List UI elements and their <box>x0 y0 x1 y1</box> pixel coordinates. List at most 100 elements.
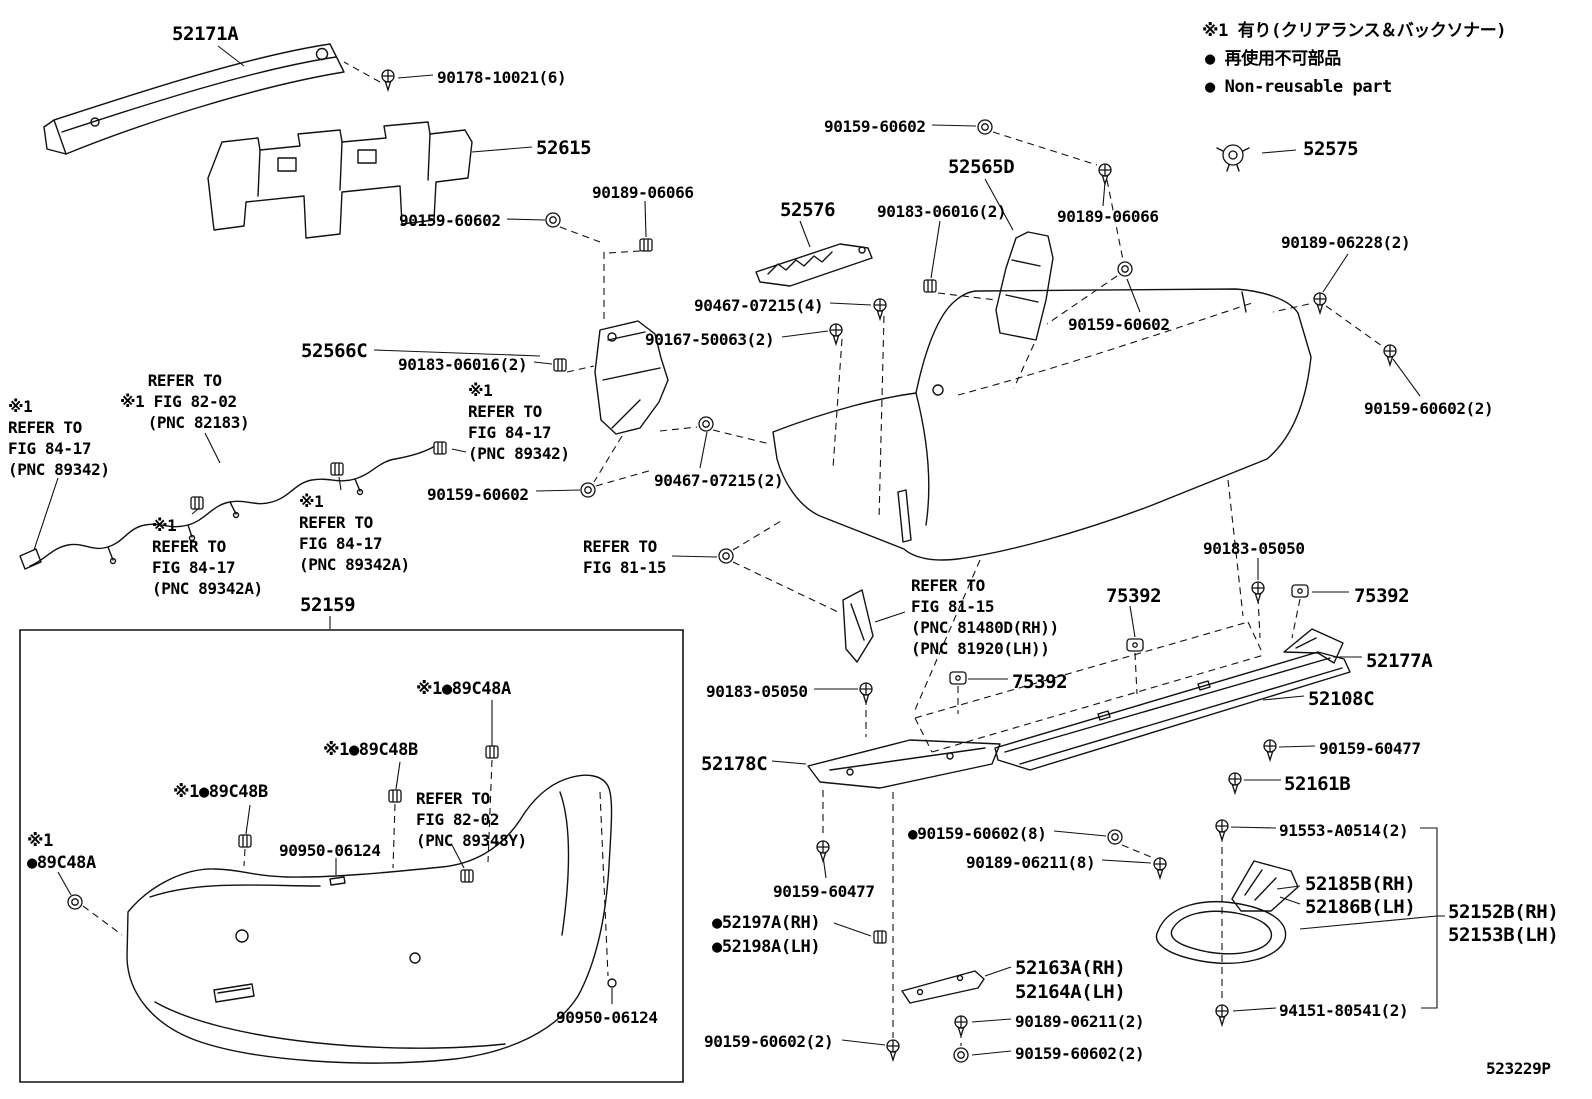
clip-icon <box>923 279 937 293</box>
label-90950-06124-a: 90950-06124 <box>279 841 381 860</box>
refer-84-17-a2: ※1 REFER TO FIG 84-17 (PNC 89342A) <box>299 492 410 575</box>
label-90159-60602-2b: 90159-60602(2) <box>704 1032 834 1051</box>
screw-icon <box>381 69 395 91</box>
refer-82-02: REFER TO ※1 FIG 82-02 (PNC 82183) <box>120 371 250 433</box>
label-90159-60477-a: 90159-60477 <box>1319 739 1421 758</box>
label-90159-60602-b: 90159-60602 <box>824 117 926 136</box>
refer-81-15: REFER TO FIG 81-15 <box>583 537 667 578</box>
label-90159-60602-2a: 90159-60602(2) <box>1364 399 1494 418</box>
refer-81-15-pnc: REFER TO FIG 81-15 (PNC 81480D(RH)) (PNC… <box>911 576 1059 659</box>
label-91553-A0514: 91553-A0514(2) <box>1279 821 1409 840</box>
sensor-icon <box>1126 638 1144 652</box>
label-89C48A-2: ※1 ●89C48A <box>27 831 96 874</box>
label-52163A: 52163A(RH) <box>1015 957 1126 979</box>
screw-icon <box>1228 772 1242 794</box>
label-90950-06124-b: 90950-06124 <box>556 1008 658 1027</box>
label-52575: 52575 <box>1303 138 1359 160</box>
screw-icon <box>1313 292 1327 314</box>
screw-icon <box>859 682 873 704</box>
label-90178-10021: 90178-10021(6) <box>437 68 567 87</box>
retainer-52576 <box>755 243 873 287</box>
label-52164A: 52164A(LH) <box>1015 981 1126 1003</box>
label-75392-a: 75392 <box>1106 585 1162 607</box>
label-90189-06211-2: 90189-06211(2) <box>1015 1012 1145 1031</box>
screw-icon <box>873 298 887 320</box>
label-52185B: 52185B(RH) <box>1305 873 1416 895</box>
label-75392-c: 75392 <box>1012 671 1068 693</box>
clip-icon <box>190 496 204 510</box>
screw-icon <box>1263 739 1277 761</box>
label-52108C: 52108C <box>1308 688 1375 710</box>
refer-84-17-mid: ※1 REFER TO FIG 84-17 (PNC 89342) <box>468 381 570 464</box>
inset-box <box>19 629 684 1083</box>
label-90159-60602-8: ●90159-60602(8) <box>908 824 1047 843</box>
label-52177A: 52177A <box>1366 650 1433 672</box>
label-52198A: ●52198A(LH) <box>712 937 821 957</box>
nut-icon <box>977 119 993 135</box>
doc-code: 523229P <box>1486 1059 1551 1078</box>
refer-84-17-left: ※1 REFER TO FIG 84-17 (PNC 89342) <box>8 397 110 480</box>
bracket-52163A <box>901 970 985 1004</box>
screw-icon <box>1215 1004 1229 1026</box>
label-90159-60602-a: 90159-60602 <box>399 211 501 230</box>
screw-icon <box>1215 819 1229 841</box>
nut-icon <box>1117 261 1133 277</box>
clip-52575 <box>1216 144 1250 172</box>
outlet-bezel-52152B <box>1155 901 1287 964</box>
label-90183-06016-a: 90183-06016(2) <box>877 202 1007 221</box>
label-52159: 52159 <box>300 594 356 616</box>
clip-icon <box>553 358 567 372</box>
label-52152B: 52152B(RH) <box>1448 901 1559 923</box>
screw-icon <box>829 323 843 345</box>
label-90189-06211-8: 90189-06211(8) <box>966 853 1096 872</box>
nut-icon <box>718 548 734 564</box>
screw-icon <box>1153 857 1167 879</box>
legend-note-sonar: ※1 有り(クリアランス＆バックソナー) <box>1202 21 1507 41</box>
label-90183-06016-b: 90183-06016(2) <box>398 355 528 374</box>
label-90183-05050-a: 90183-05050 <box>1203 539 1305 558</box>
label-90189-06066-b: 90189-06066 <box>1057 207 1159 226</box>
clip-icon <box>485 745 499 759</box>
label-89C48B-1: ※1●89C48B <box>323 740 418 760</box>
label-52161B: 52161B <box>1284 773 1351 795</box>
side-support-52565D <box>995 231 1054 341</box>
retainer-52566C <box>594 320 669 435</box>
sensor-icon <box>1291 584 1309 598</box>
nut-icon <box>545 212 561 228</box>
clip-icon <box>388 789 402 803</box>
nut-icon <box>698 416 714 432</box>
label-52153B: 52153B(LH) <box>1448 924 1559 946</box>
label-89C48B-2: ※1●89C48B <box>173 782 268 802</box>
bumper-cover-lower-52159-drawing <box>126 774 617 1064</box>
legend-note-non-reusable-en: ● Non-reusable part <box>1205 77 1392 97</box>
label-90167-50063: 90167-50063(2) <box>645 330 775 349</box>
label-52197A: ●52197A(RH) <box>712 913 821 933</box>
clip-icon <box>873 930 887 944</box>
dashed-lines-layer <box>82 61 1383 1046</box>
label-52576: 52576 <box>780 199 836 221</box>
label-90467-07215-4: 90467-07215(4) <box>694 296 824 315</box>
clip-icon <box>238 834 252 848</box>
mudguard-piece-drawing <box>842 589 874 663</box>
lower-garnish-52108C <box>994 651 1351 771</box>
label-94151-80541: 94151-80541(2) <box>1279 1001 1409 1020</box>
screw-icon <box>1098 163 1112 185</box>
label-90467-07215-2: 90467-07215(2) <box>654 471 784 490</box>
seal-52185B <box>1231 860 1299 912</box>
label-90159-60477-b: 90159-60477 <box>773 882 875 901</box>
nut-icon <box>1107 829 1123 845</box>
nut-icon <box>953 1047 969 1063</box>
screw-icon <box>816 840 830 862</box>
legend-note-non-reusable-jp: ● 再使用不可部品 <box>1205 49 1341 69</box>
label-90189-06228: 90189-06228(2) <box>1281 233 1411 252</box>
label-90189-06066-a: 90189-06066 <box>592 183 694 202</box>
label-52566C: 52566C <box>301 340 368 362</box>
bracket-52177A <box>1283 628 1344 664</box>
screw-icon <box>954 1015 968 1037</box>
label-52171A: 52171A <box>172 23 239 45</box>
clip-icon <box>433 441 447 455</box>
clip-icon <box>639 238 653 252</box>
label-75392-b: 75392 <box>1354 585 1410 607</box>
